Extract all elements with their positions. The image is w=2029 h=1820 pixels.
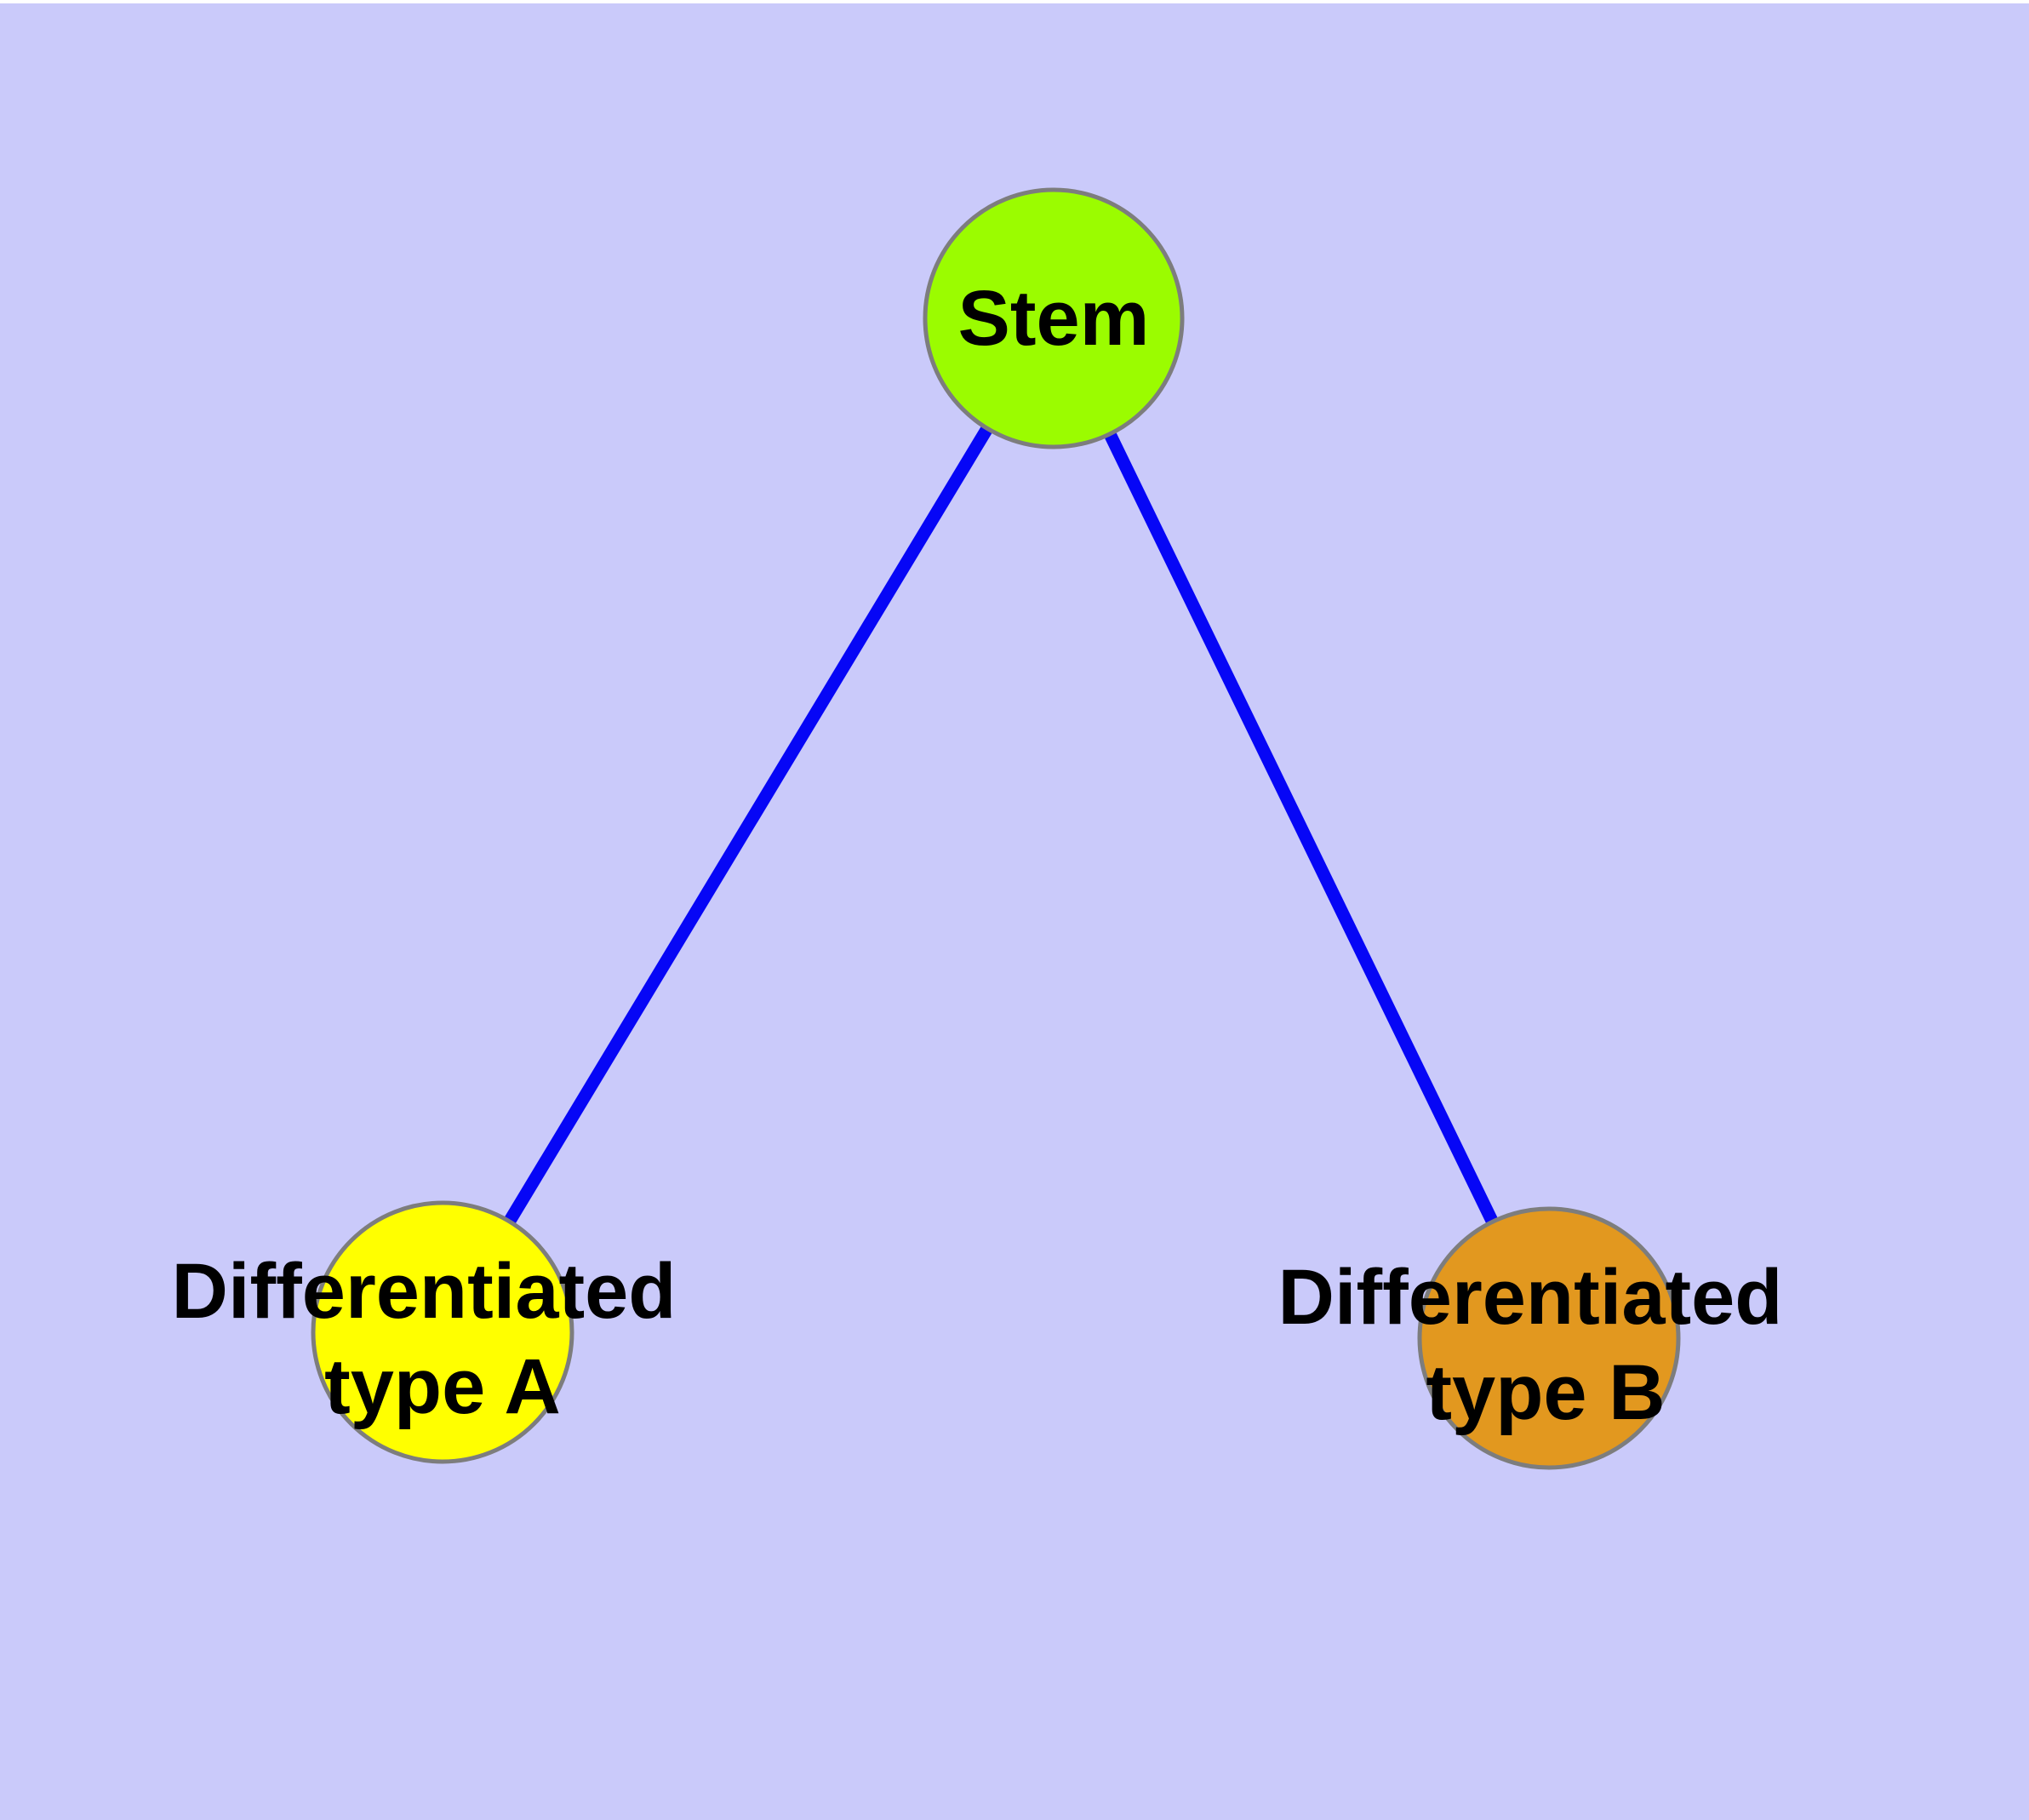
node-label-type-a-line1: Differentiated <box>172 1248 677 1335</box>
node-label-stem: Stem <box>958 275 1150 362</box>
node-label-type-b-line2: type B <box>1426 1349 1665 1436</box>
node-stem <box>923 187 1185 449</box>
node-differentiated-type-b <box>1417 1206 1681 1470</box>
edge-stem-to-type-b <box>1048 315 1555 1342</box>
node-differentiated-type-a <box>311 1200 574 1464</box>
edge-stem-to-type-a <box>437 315 1060 1336</box>
node-label-type-a-line2: type A <box>324 1343 561 1430</box>
node-label-type-b-line1: Differentiated <box>1278 1254 1783 1341</box>
